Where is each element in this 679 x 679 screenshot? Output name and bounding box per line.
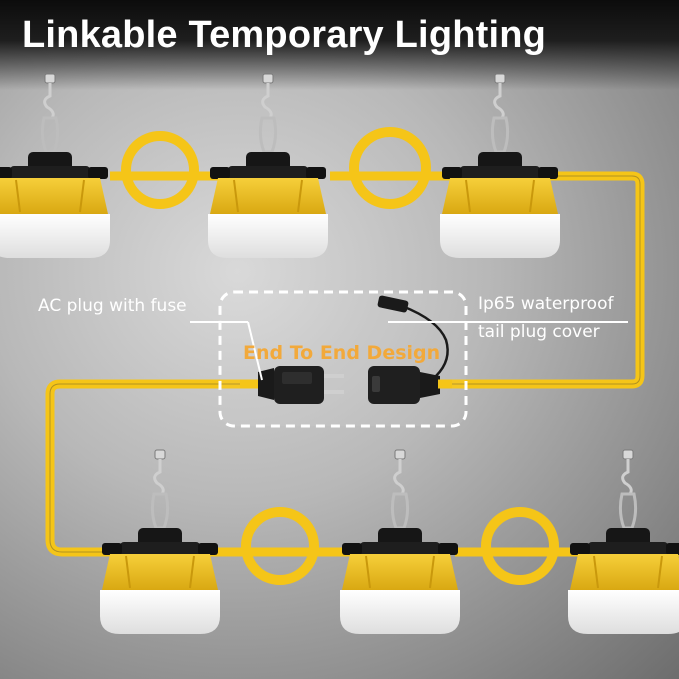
page-title: Linkable Temporary Lighting — [22, 14, 547, 56]
work-light-1 — [0, 72, 112, 260]
waterproof-label: Ip65 waterproof — [478, 294, 614, 314]
work-light-5 — [338, 448, 462, 636]
leader-line-ac-plug-drop — [247, 321, 263, 381]
cord-loop-top-2 — [330, 127, 460, 209]
work-light-2 — [206, 72, 330, 260]
work-light-6 — [566, 448, 679, 636]
end-to-end-design-label: End To End Design — [243, 342, 441, 364]
tail-plug-cover-label: tail plug cover — [478, 322, 600, 342]
tail-plug — [368, 295, 452, 404]
ac-plug — [240, 366, 344, 404]
work-light-4 — [98, 448, 222, 636]
header-band — [0, 0, 679, 90]
work-light-3 — [438, 72, 562, 260]
ac-plug-label: AC plug with fuse — [38, 296, 187, 316]
cord-loop-bottom-1 — [210, 507, 360, 585]
